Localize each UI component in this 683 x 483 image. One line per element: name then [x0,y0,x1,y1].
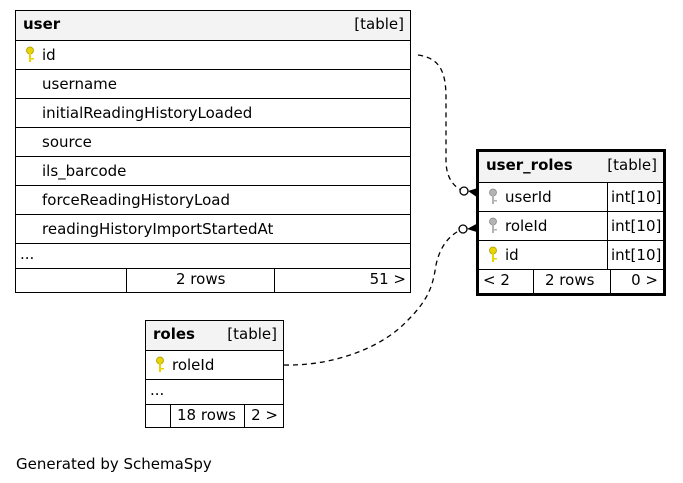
user-table-header: user [table] [16,11,410,41]
foreign-key-icon [489,188,497,204]
column-name: username [42,75,117,93]
zero-marker-icon [458,224,468,234]
prev-link[interactable]: < 2 [483,271,510,289]
zero-marker-icon [459,186,469,196]
row-count: 2 rows [176,270,226,288]
column-name: ils_barcode [42,162,127,180]
table-kind: [table] [354,15,404,33]
ellipsis: ... [20,245,35,263]
column-name: readingHistoryImportStartedAt [42,220,274,238]
column-row[interactable]: forceReadingHistoryLoad [16,185,410,215]
column-row[interactable]: source [16,127,410,157]
table-name: user [23,15,61,33]
table-kind: [table] [227,325,277,343]
column-row[interactable]: roleId int[10] [479,211,663,241]
column-name: userId [505,188,552,206]
column-name: roleId [505,217,548,235]
column-name: roleId [172,356,215,374]
table-kind: [table] [607,156,657,174]
roles-table-header: roles [table] [146,321,283,351]
column-row[interactable]: id int[10] [479,240,663,270]
column-name: source [42,133,92,151]
column-row[interactable]: roleId [146,350,283,380]
next-link[interactable]: 51 > [369,270,406,288]
table-footer: 2 rows 51 > [16,268,410,292]
roles-table[interactable]: roles [table] roleId ... 18 rows 2 > [145,320,284,428]
ellipsis-row: ... [16,243,410,269]
row-count: 18 rows [177,406,236,424]
primary-key-icon [26,46,34,62]
column-row[interactable]: username [16,69,410,99]
table-name: user_roles [486,156,573,174]
ellipsis-row: ... [146,379,283,405]
primary-key-icon [489,246,497,262]
column-row[interactable]: ils_barcode [16,156,410,186]
column-name: forceReadingHistoryLoad [42,191,231,209]
column-row[interactable]: readingHistoryImportStartedAt [16,214,410,244]
foreign-key-icon [489,217,497,233]
user-roles-table[interactable]: user_roles [table] userId int[10] roleId… [476,149,666,296]
user-table[interactable]: user [table] id username initialReadingH… [15,10,411,293]
row-count: 2 rows [545,271,595,289]
next-link[interactable]: 2 > [251,406,278,424]
column-name: id [42,46,56,64]
user-roles-table-header: user_roles [table] [479,152,663,183]
generated-by-credit: Generated by SchemaSpy [16,455,212,473]
table-footer: < 2 2 rows 0 > [479,269,663,293]
next-link[interactable]: 0 > [631,271,658,289]
column-type: int[10] [611,188,662,206]
primary-key-icon [156,356,164,372]
column-name: id [505,246,519,264]
table-footer: 18 rows 2 > [146,404,283,428]
column-row[interactable]: id [16,40,410,70]
column-type: int[10] [611,246,662,264]
roles-to-user-roles-line [283,228,464,366]
column-row[interactable]: initialReadingHistoryLoaded [16,98,410,128]
ellipsis: ... [150,381,165,399]
column-row[interactable]: userId int[10] [479,182,663,212]
user-to-user-roles-line [417,54,464,192]
column-name: initialReadingHistoryLoaded [42,104,253,122]
table-name: roles [153,325,195,343]
column-type: int[10] [611,217,662,235]
